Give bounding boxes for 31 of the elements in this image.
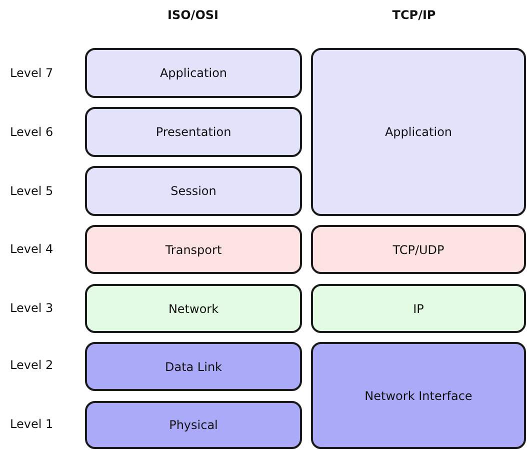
- layer-name: Presentation: [156, 125, 232, 139]
- column-heading: ISO/OSI: [168, 8, 218, 22]
- layer-name: Application: [384, 125, 452, 139]
- layer-box: [85, 107, 302, 157]
- layer-name: TCP/UDP: [392, 242, 444, 256]
- level-label: Level 7: [10, 66, 54, 80]
- layer-name: Physical: [169, 418, 218, 432]
- layer-name: Session: [170, 184, 216, 198]
- layer-name: IP: [413, 302, 424, 316]
- layer-box: [311, 342, 526, 449]
- level-label: Level 3: [10, 301, 54, 315]
- layer-box: [85, 166, 302, 216]
- layer-name: Data Link: [164, 360, 222, 374]
- layer-name: Transport: [165, 242, 222, 256]
- layer-box: [85, 284, 302, 333]
- column-heading: TCP/IP: [392, 8, 436, 22]
- level-label: Level 6: [10, 125, 54, 139]
- level-label: Level 2: [10, 358, 54, 372]
- layer-box: [85, 342, 302, 391]
- layer-box: [85, 401, 302, 449]
- level-label: Level 5: [10, 184, 54, 198]
- layer-box: [311, 225, 526, 274]
- layer-name: Network: [168, 302, 219, 316]
- layer-box: [311, 48, 526, 216]
- level-label: Level 1: [10, 417, 54, 431]
- level-label: Level 4: [10, 242, 54, 256]
- layer-name: Network Interface: [364, 388, 472, 402]
- layer-box: [85, 225, 302, 274]
- layer-name: Application: [160, 66, 228, 80]
- layer-box: [311, 284, 526, 333]
- layer-box: [85, 48, 302, 98]
